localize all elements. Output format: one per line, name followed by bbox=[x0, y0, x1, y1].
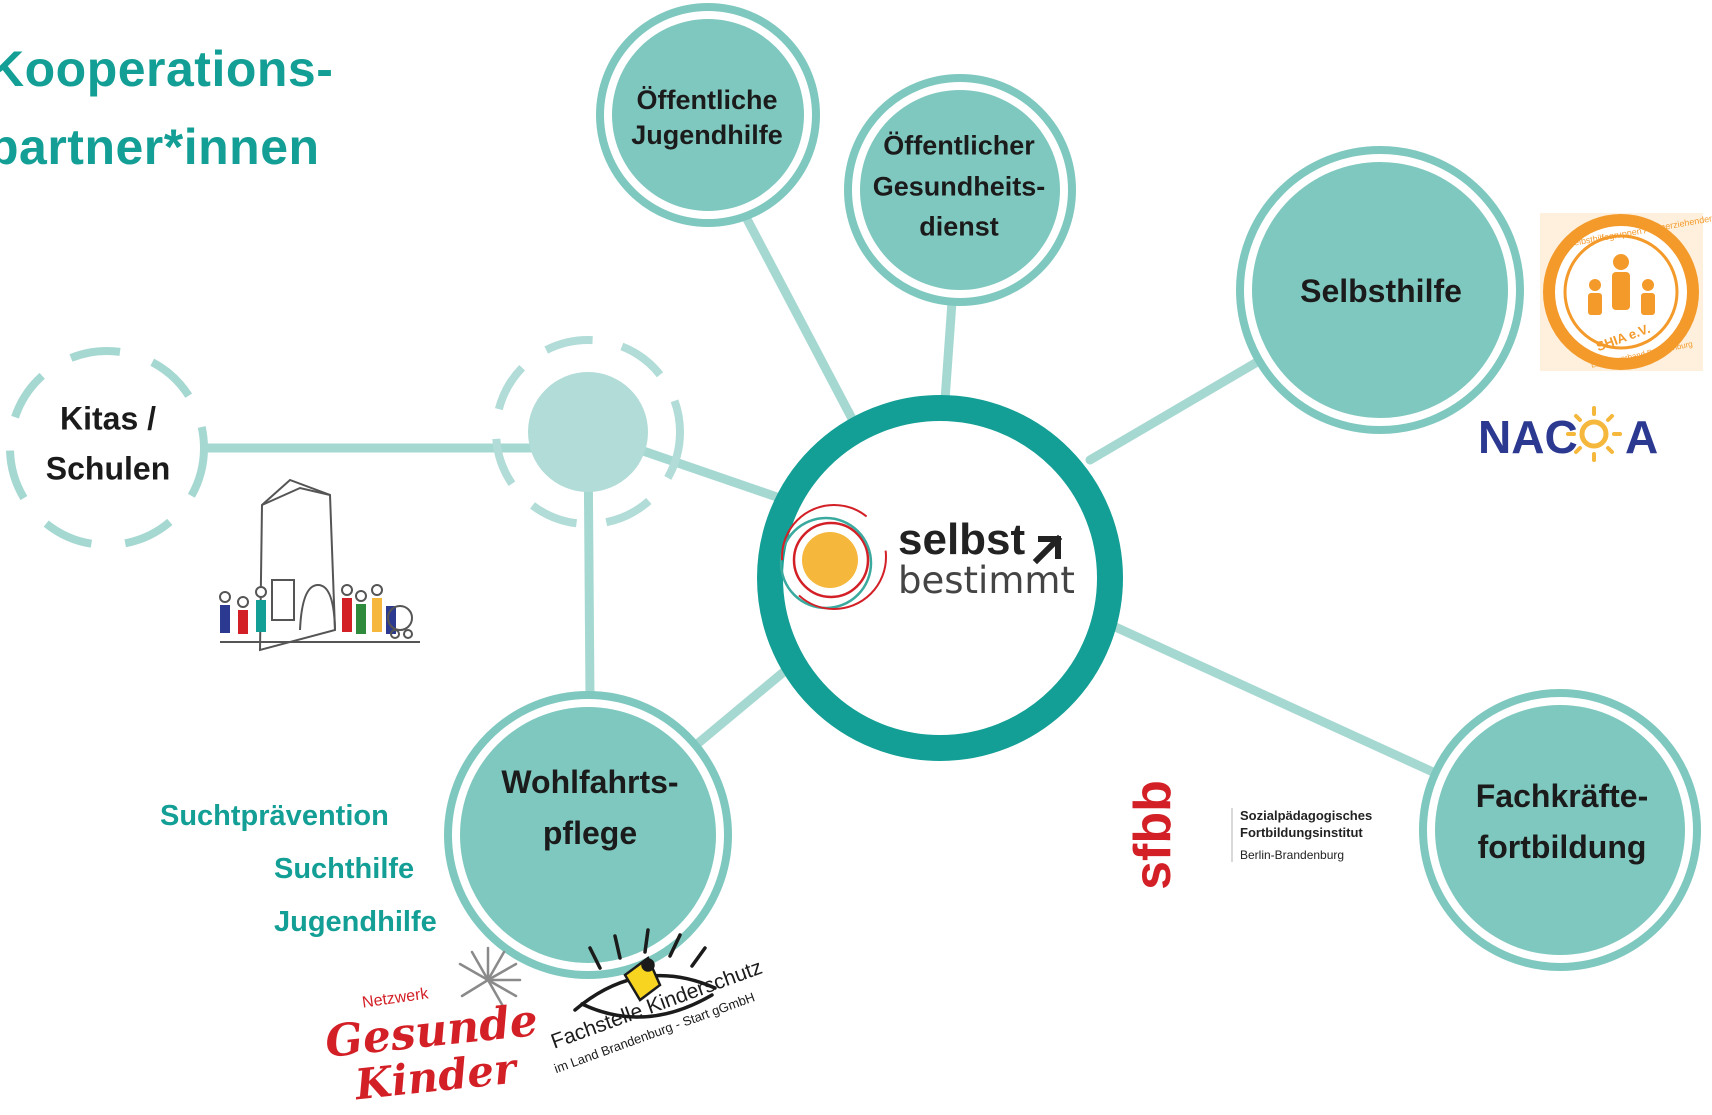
node-fachkraefte-circle bbox=[1419, 689, 1701, 971]
netzwerk-sunburst-icon bbox=[458, 946, 522, 1010]
node-jugendhilfe-line-2: Jugendhilfe bbox=[631, 120, 783, 150]
sfbb-line-3: Berlin-Brandenburg bbox=[1240, 848, 1345, 862]
node-kitas-line-1: Kitas / bbox=[59, 400, 157, 437]
node-kitas: Kitas / Schulen bbox=[46, 394, 170, 493]
nacoa-left: NAC bbox=[1478, 411, 1578, 463]
node-fachkraefte: Fachkräfte- fortbildung bbox=[1476, 771, 1649, 873]
node-selbsthilfe-circle bbox=[1236, 146, 1524, 434]
node-selbsthilfe: Selbsthilfe bbox=[1300, 271, 1462, 313]
shia-logo-icon bbox=[1540, 213, 1703, 371]
fachstelle-eye-icon bbox=[573, 928, 717, 1019]
sfbb-line-2: Fortbildungsinstitut bbox=[1240, 825, 1363, 840]
node-kitas-line-2: Schulen bbox=[45, 450, 171, 486]
center-word-1: selbst bbox=[898, 515, 1026, 564]
node-selbsthilfe-line-1: Selbsthilfe bbox=[1300, 273, 1462, 310]
wohlfahrt-list-item-3: Jugendhilfe bbox=[274, 906, 437, 938]
node-gesundheit-circle bbox=[844, 74, 1076, 306]
selbstbestimmt-mark-icon bbox=[779, 504, 887, 610]
node-gesundheit-line-2: Gesundheits- bbox=[872, 170, 1046, 201]
node-wohlfahrt: Wohlfahrts- pflege bbox=[501, 757, 678, 859]
page-title-line-1: Kooperations- bbox=[0, 41, 334, 97]
kitas-circle bbox=[6, 347, 208, 549]
sfbb-line-1: Sozialpädagogisches bbox=[1240, 808, 1373, 823]
wohlfahrt-list-item-2: Suchthilfe bbox=[274, 853, 415, 885]
node-jugendhilfe-circle bbox=[596, 3, 820, 227]
node-fachkraefte-line-1: Fachkräfte- bbox=[1475, 777, 1649, 814]
node-gesundheit-line-1: Öffentlicher bbox=[883, 130, 1035, 161]
center-node bbox=[757, 395, 1123, 761]
node-wohlfahrt-line-2: pflege bbox=[542, 815, 638, 851]
node-fachkraefte-line-2: fortbildung bbox=[1477, 829, 1647, 865]
hub-circle bbox=[492, 336, 684, 528]
arrow-up-right-icon bbox=[1032, 534, 1063, 565]
house-drawing-icon bbox=[219, 478, 420, 652]
node-jugendhilfe: Öffentliche Jugendhilfe bbox=[631, 83, 783, 153]
node-wohlfahrt-circle bbox=[444, 691, 732, 979]
node-gesundheit-line-3: dienst bbox=[919, 211, 999, 242]
sfbb-abbr: sfbb bbox=[1124, 780, 1182, 890]
nacoa-right: A bbox=[1625, 411, 1659, 463]
page-title-line-2: partner*innen bbox=[0, 119, 320, 175]
nacoa-sun-icon bbox=[1566, 406, 1622, 462]
node-jugendhilfe-line-1: Öffentliche bbox=[636, 84, 778, 115]
node-gesundheit: Öffentlicher Gesundheits- dienst bbox=[873, 125, 1046, 247]
wohlfahrt-list-item-1: Suchtprävention bbox=[160, 800, 389, 832]
center-word-2: bestimmt bbox=[898, 559, 1075, 602]
node-wohlfahrt-line-1: Wohlfahrts- bbox=[501, 763, 679, 800]
